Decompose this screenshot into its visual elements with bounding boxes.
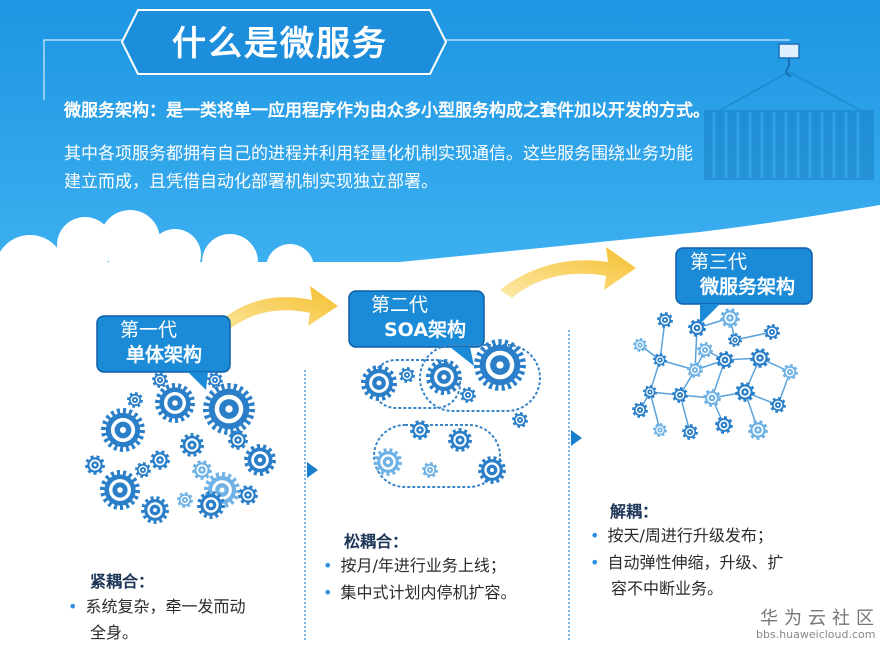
- gen3-gear-12: [672, 387, 688, 403]
- gen2-bullet-1: •按月/年进行业务上线；: [323, 556, 506, 575]
- gen3-gear-8: [716, 351, 734, 369]
- gen1-gear-19: [207, 372, 223, 388]
- gen1-gear-13: [197, 491, 225, 519]
- gen3-link-20: [649, 391, 661, 431]
- gen3-gear-6: [653, 353, 667, 367]
- gen3-gear-2: [657, 312, 673, 328]
- gen1-bullet-1: •系统复杂，牵一发而动: [68, 597, 246, 616]
- gen3-gear-16: [653, 423, 667, 437]
- gen3-label-line1: 第三代: [690, 251, 748, 273]
- gen3-gear-9: [750, 348, 770, 368]
- callout-gen2: [348, 290, 485, 366]
- gen1-label-line2: 单体架构: [126, 344, 203, 366]
- gen2-belt-3: [373, 424, 501, 488]
- arrow-gen1-to-gen2: [210, 286, 338, 338]
- watermark-url: bbs.huaweicloud.com: [756, 628, 876, 641]
- container-icon: [704, 71, 874, 180]
- gen3-link-21: [679, 394, 691, 433]
- gen1-gear-17: [127, 392, 143, 408]
- gen3-gear-20: [632, 402, 648, 418]
- gen2-gear-7: [478, 456, 506, 484]
- gen3-gear-21: [728, 333, 742, 347]
- page-title: 什么是微服务: [172, 24, 388, 64]
- gen2-gear-5: [410, 420, 430, 440]
- gen3-heading: 解耦：: [610, 502, 659, 521]
- crane-hook-icon: [778, 43, 800, 77]
- gen3-gear-3: [688, 319, 706, 337]
- gen1-gear-3: [203, 383, 255, 435]
- gen1-gear-16: [228, 430, 248, 450]
- gen1-gear-15: [177, 492, 193, 508]
- description-line-2: 建立而成，且凭借自动化部署机制实现独立部署。: [64, 172, 438, 192]
- gen2-gear-6: [448, 428, 472, 452]
- gen1-gear-9: [135, 462, 151, 478]
- gen2-gear-4: [374, 448, 402, 476]
- gen3-label-line2: 微服务架构: [700, 276, 796, 298]
- description-line-1: 其中各项服务都拥有自己的进程并利用轻量化机制实现通信。这些服务围绕业务功能: [64, 144, 693, 164]
- gen3-gear-4: [720, 308, 740, 328]
- gen1-gear-18: [152, 372, 168, 388]
- gen1-gear-7: [150, 450, 170, 470]
- gen1-heading: 紧耦合：: [90, 572, 155, 591]
- gen3-gear-1: [633, 338, 647, 352]
- gen2-gear-11: [512, 412, 528, 428]
- gen2-gear-9: [460, 387, 476, 403]
- gen3-gear-18: [715, 416, 733, 434]
- gen1-gear-12: [238, 485, 258, 505]
- gen3-bullet-1: •按天/周进行升级发布；: [590, 526, 773, 545]
- gen3-gear-7: [687, 362, 703, 378]
- gen2-gear-10: [399, 367, 415, 383]
- gen1-gear-10: [192, 460, 212, 480]
- gen3-gear-17: [682, 424, 698, 440]
- gen3-gear-14: [735, 382, 755, 402]
- gen2-label-line1: 第二代: [371, 294, 429, 316]
- gen2-bullet-2: •集中式计划内停机扩容。: [323, 583, 517, 602]
- arrow-gen2-to-gen3: [500, 247, 636, 298]
- gen1-gear-2: [155, 383, 195, 423]
- gen1-gear-4: [244, 444, 276, 476]
- callout-gen3: [675, 247, 813, 324]
- divider-1: [304, 370, 306, 640]
- gen2-gear-1: [361, 365, 397, 401]
- divider-2: [568, 330, 570, 640]
- gen2-heading: 松耦合：: [344, 532, 409, 551]
- gen1-gear-11: [85, 455, 105, 475]
- gen2-gear-3: [474, 339, 526, 391]
- gen1-label-line1: 第一代: [120, 319, 178, 341]
- gen1-gear-6: [100, 470, 140, 510]
- watermark-site: 华为云社区: [760, 608, 880, 629]
- gen2-belt-2: [419, 344, 541, 412]
- gen1-gear-1: [101, 408, 145, 452]
- gen1-bullet-1-cont: 全身。: [90, 623, 139, 642]
- gen3-bullet-2: •自动弹性伸缩，升级、扩: [590, 553, 784, 572]
- gen1-gear-14: [141, 496, 169, 524]
- gen1-gear-8: [180, 433, 204, 457]
- gen2-gear-8: [422, 462, 438, 478]
- gen3-gear-11: [643, 385, 657, 399]
- gen3-bullet-2-cont: 容不中断业务。: [611, 579, 724, 598]
- gen3-gear-15: [770, 397, 786, 413]
- title-banner: [120, 9, 448, 75]
- gen3-gear-19: [748, 420, 768, 440]
- play-marker-2: [571, 430, 582, 446]
- definition-text: 微服务架构：是一类将单一应用程序作为由众多小型服务构成之套件加以开发的方式。: [64, 101, 710, 121]
- gen2-gear-2: [426, 359, 462, 395]
- gen3-gear-22: [697, 342, 713, 358]
- gen3-gear-13: [703, 389, 721, 407]
- gen3-gear-5: [764, 324, 780, 340]
- callout-gen1: [96, 315, 231, 390]
- play-marker-1: [307, 462, 318, 478]
- gen2-label-line2: SOA架构: [384, 319, 467, 341]
- gen3-gear-10: [782, 364, 798, 380]
- gen3-link-6: [734, 331, 773, 341]
